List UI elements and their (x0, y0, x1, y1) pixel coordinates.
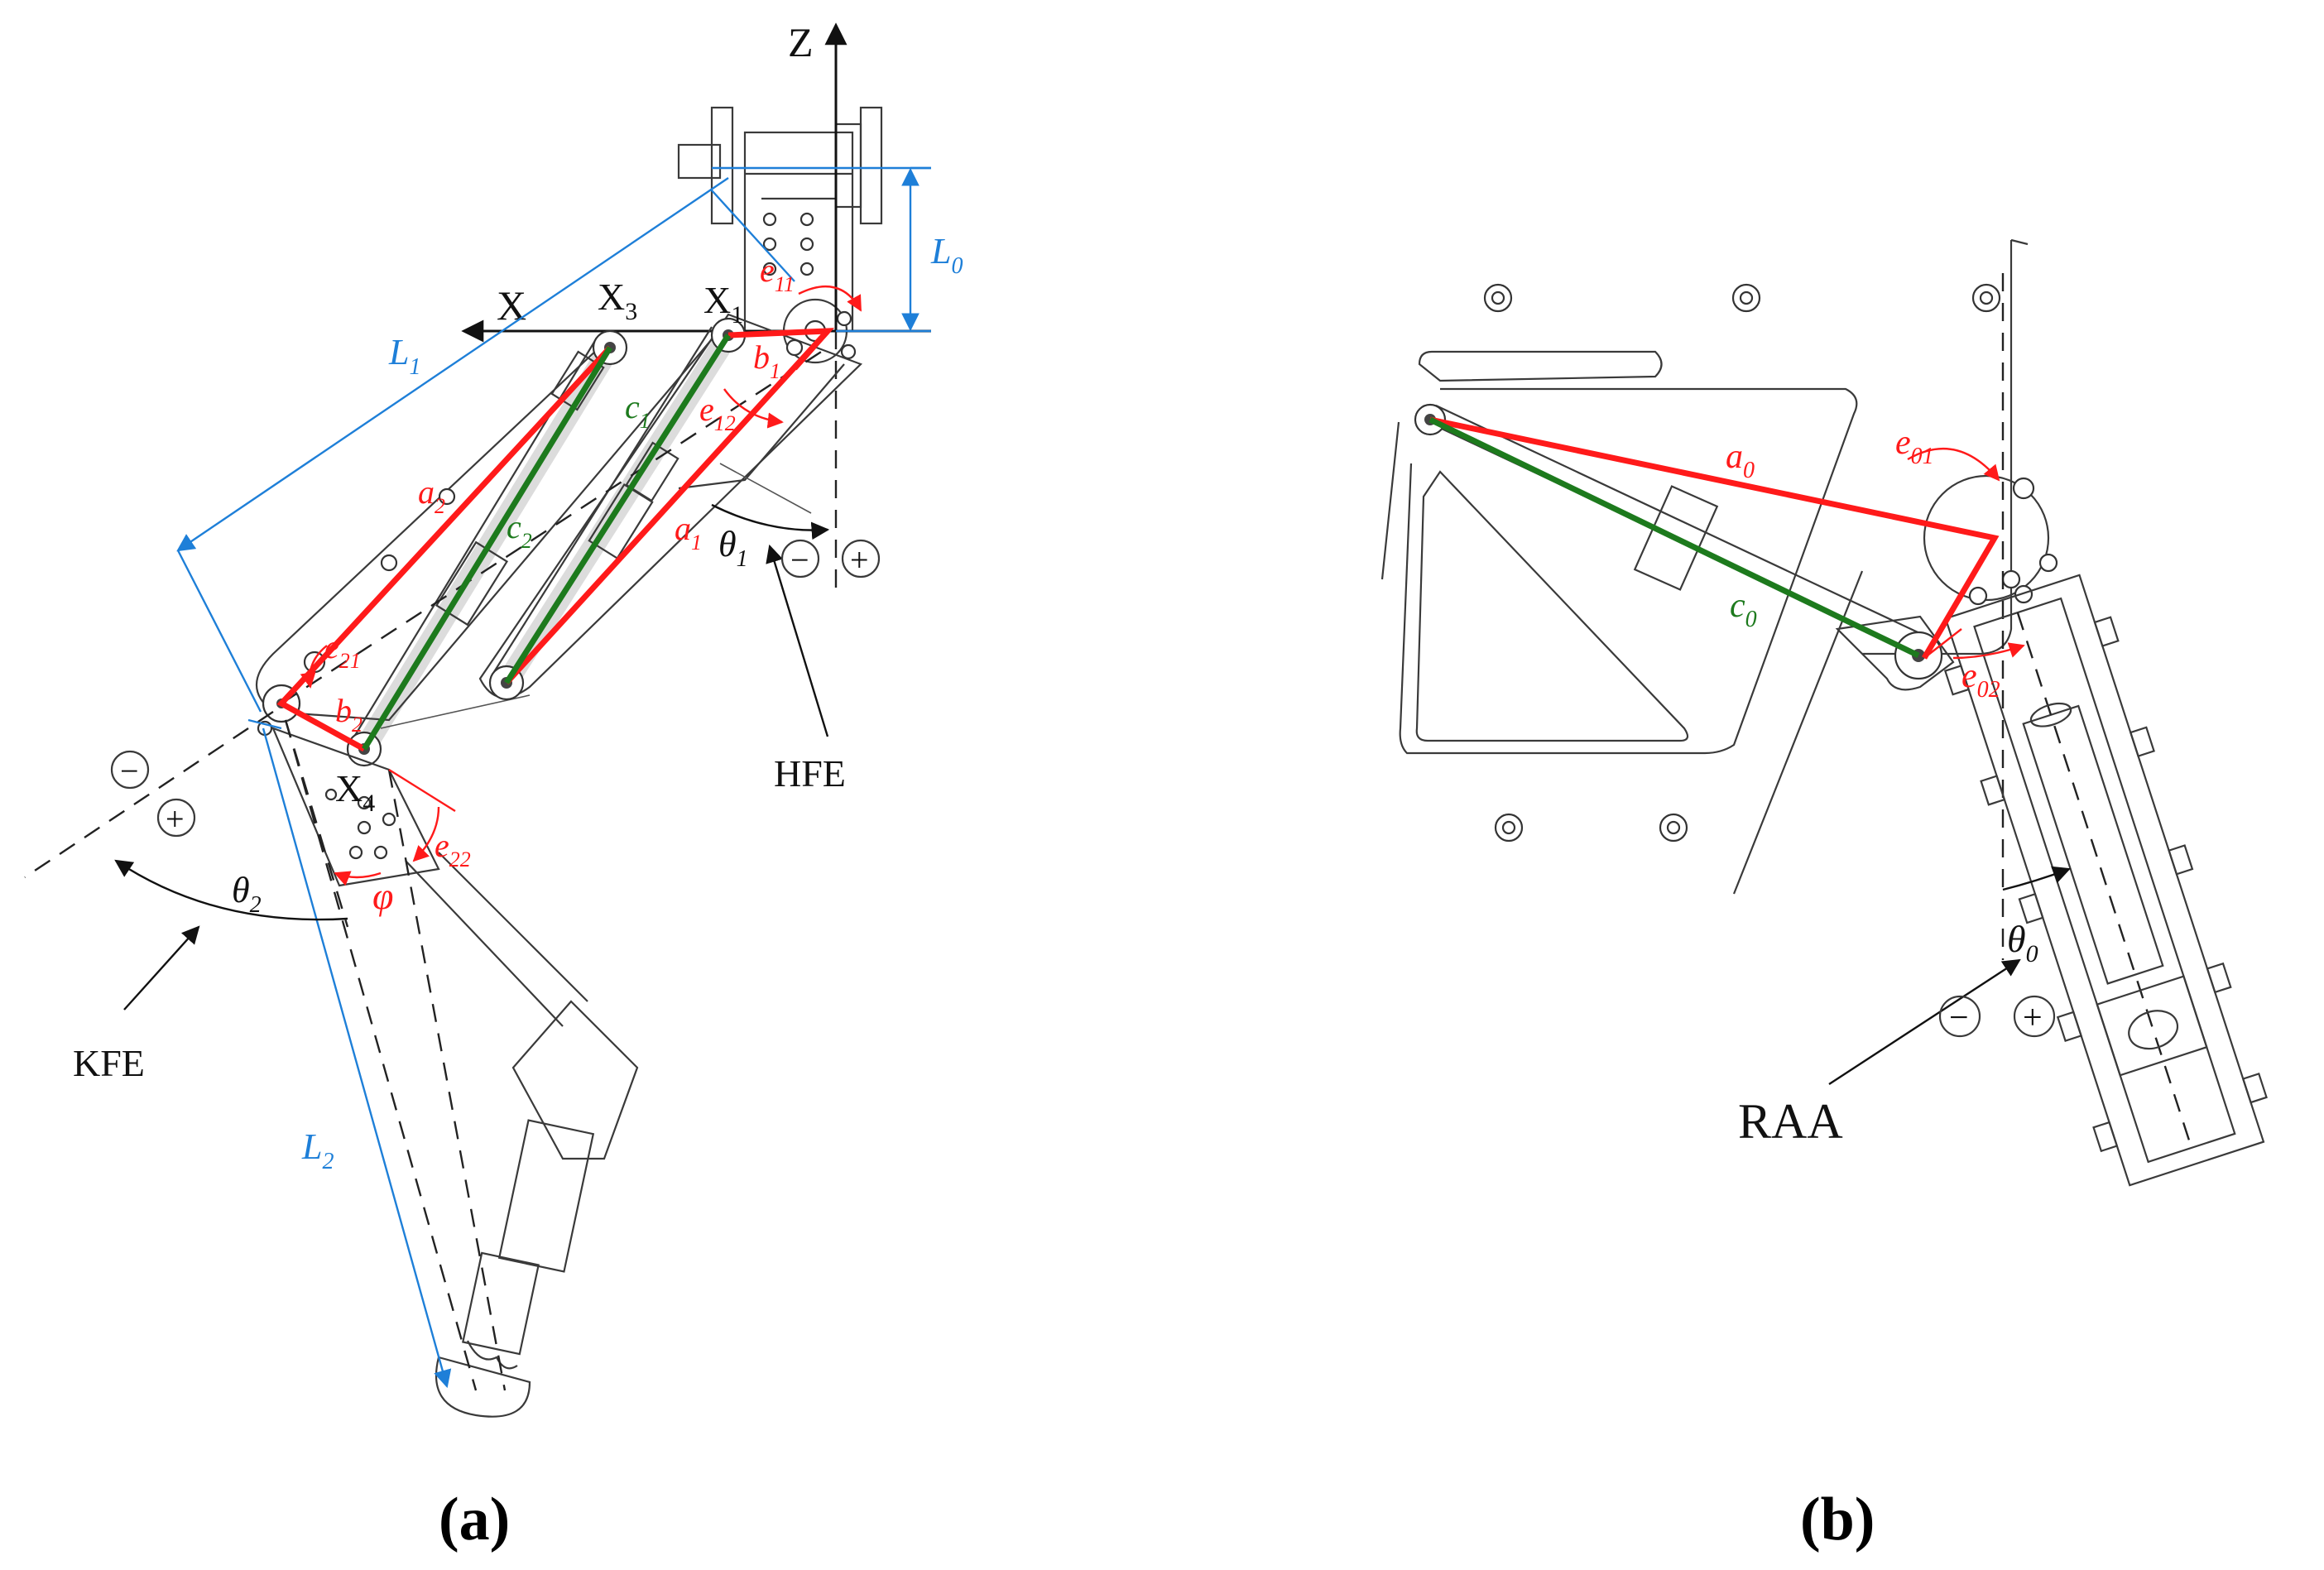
panel-a-label: (a) (439, 1486, 510, 1553)
hip-mount (677, 106, 883, 364)
angle-arcs-a (114, 286, 862, 921)
joint-x1-label: X1 (703, 279, 743, 329)
link-e12-label: e12 (699, 391, 736, 435)
joint-x3-label: X3 (598, 276, 637, 325)
angle-theta1-label: θ1 (718, 524, 748, 572)
raa-hub (1923, 273, 2058, 960)
link-c1-label: c1 (625, 388, 651, 433)
arc-e01 (1907, 448, 2000, 482)
rotated-leg (1943, 574, 2268, 1187)
thigh-outline (255, 313, 863, 729)
sign-circles-a (110, 539, 881, 838)
hfe-label: HFE (774, 752, 846, 795)
angle-theta2-label: θ2 (232, 870, 262, 918)
axis-x-label: X (497, 282, 526, 329)
hfe-plus-sign: + (850, 541, 869, 579)
angle-phi-label: φ (372, 875, 393, 917)
panel-a: Z X (24, 19, 963, 1553)
red-links-a (276, 328, 835, 752)
arc-e02 (1952, 642, 2025, 660)
length-l2-label: L2 (301, 1126, 334, 1174)
link-b2-label: b2 (335, 692, 363, 737)
angle-theta0-label: θ0 (2007, 918, 2038, 967)
link-c0-label: c0 (1730, 587, 1757, 632)
shank (271, 727, 639, 1418)
panel-b-label: (b) (1800, 1486, 1875, 1553)
panel-b: − + a0 e01 e02 c0 θ0 RAA (b) (1380, 238, 2268, 1553)
kfe-plus-sign: + (166, 800, 185, 838)
link-e11-label: e11 (760, 252, 795, 296)
arc-theta0 (2002, 866, 2072, 891)
link-e22-label: e22 (435, 827, 471, 871)
raa-minus-sign: − (1949, 999, 1969, 1037)
raa-actuator (1414, 403, 1955, 691)
joint-x4-label: X4 (335, 767, 375, 817)
raa-label: RAA (1738, 1094, 1843, 1149)
kfe-minus-sign: − (120, 752, 139, 790)
kfe-pointer (123, 925, 200, 1011)
link-c2-label: c2 (507, 508, 532, 553)
raa-minus-circle (1938, 995, 1981, 1038)
link-e21-label: e21 (324, 628, 361, 673)
link-e02-label: e02 (1961, 657, 2000, 703)
length-l0-label: L0 (930, 231, 963, 279)
reference-lines-a (24, 346, 828, 1391)
axis-z-label: Z (788, 19, 814, 65)
link-b1-label: b1 (753, 338, 780, 383)
kfe-label: KFE (73, 1042, 145, 1084)
hfe-minus-sign: − (790, 541, 809, 579)
green-links-b (1428, 416, 1920, 659)
link-a2-label: a2 (418, 473, 445, 518)
hfe-pointer (766, 544, 829, 737)
dimensions-a (176, 166, 931, 1389)
link-a1-label: a1 (675, 510, 702, 555)
raa-plus-sign: + (2023, 999, 2043, 1037)
hfe-cylinder (492, 324, 739, 694)
link-e01-label: e01 (1895, 424, 1934, 469)
raa-pointer (1828, 958, 2021, 1086)
green-links-a (362, 334, 731, 751)
length-l1-label: L1 (388, 332, 420, 380)
frame-plate (1380, 238, 2029, 895)
red-links-b (1429, 416, 2000, 660)
tick-e02 (1923, 628, 1962, 659)
link-a0-label: a0 (1726, 438, 1755, 483)
raa-plus-circle (2013, 995, 2056, 1038)
